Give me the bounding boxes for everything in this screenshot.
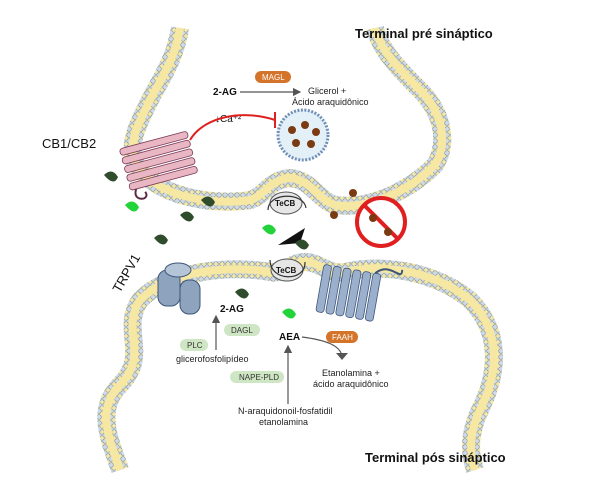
trpv1-label: TRPV1: [109, 251, 143, 295]
calcium-inhibition-arc: [189, 114, 276, 141]
cb-receptor-label: CB1/CB2: [42, 136, 96, 151]
presynaptic-membrane: [123, 25, 452, 215]
glicerol-line1: Glicerol +: [308, 86, 346, 96]
glicerol-line2: Ácido araquidônico: [292, 97, 369, 107]
plc-label: PLC: [187, 341, 203, 350]
tecb-transporter-top: [267, 191, 307, 215]
cb1-cb2-receptor: [119, 131, 198, 200]
postsynaptic-receptor: [315, 264, 404, 322]
synaptic-vesicle: [276, 108, 330, 162]
faah-label: FAAH: [332, 333, 353, 342]
trpv1-channel: [157, 262, 201, 315]
plc-enzyme: [180, 339, 208, 351]
nape-pld-label: NAPE-PLD: [239, 373, 279, 382]
faah-enzyme: [326, 331, 358, 343]
calcium-label: ↓Ca⁺²: [215, 114, 242, 125]
dagl-label: DAGL: [231, 326, 253, 335]
napa-line1: N-araquidonoil-fosfatidil: [238, 406, 333, 416]
faah-arrowhead: [336, 353, 348, 360]
etanolamina-line1: Etanolamina +: [322, 368, 380, 378]
dagl-enzyme: [224, 324, 260, 336]
etanolamina-line2: ácido araquidônico: [313, 379, 389, 389]
dark-green-ligands: [104, 171, 309, 299]
bright-green-ligands: [125, 201, 296, 319]
magl-label: MAGL: [262, 73, 285, 82]
two-ag-bottom-label: 2-AG: [220, 304, 244, 315]
magl-enzyme: [255, 71, 291, 83]
aea-label: AEA: [279, 332, 300, 343]
two-ag-top-label: 2-AG: [213, 87, 237, 98]
postsynaptic-membrane: [97, 252, 503, 473]
nape-pld-enzyme: [230, 371, 284, 383]
prohibition-sign: [355, 196, 407, 248]
glicerofosfolipideo-label: glicerofosfolipídeo: [176, 354, 249, 364]
tecb-bottom-label: TeCB: [276, 266, 297, 275]
pre-terminal-label: Terminal pré sináptico: [355, 26, 493, 41]
napa-line2: etanolamina: [259, 417, 308, 427]
tecb-transporter-bottom: [269, 258, 306, 282]
post-terminal-label: Terminal pós sináptico: [365, 450, 506, 465]
tecb-top-label: TeCB: [275, 199, 296, 208]
